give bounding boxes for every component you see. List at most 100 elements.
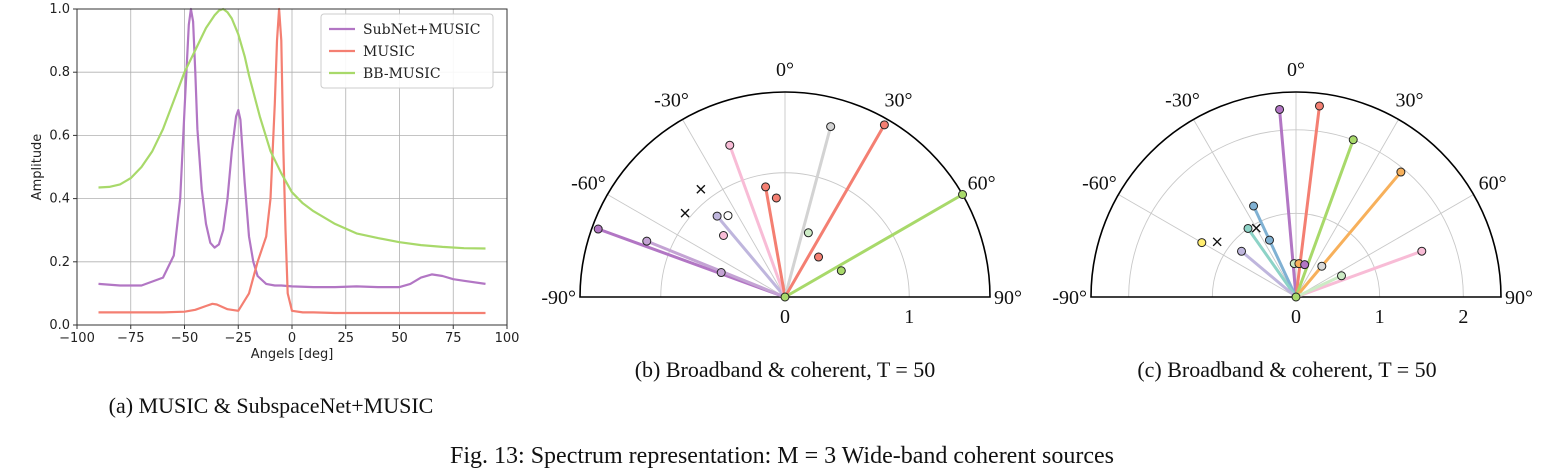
ray-end-marker [1396,167,1406,177]
angle-tick-label: 90° [1505,287,1533,309]
angle-tick-label: -60° [1082,173,1117,195]
point-marker [1264,235,1274,245]
line-chart-music-comparison: −100 −75 −50 −25 0 25 50 75 100 0.0 0.2 0.4 0.6 0.8 1.… [30,2,519,362]
y-axis-label: Amplitude [30,134,45,201]
angle-tick-label: 90° [994,287,1022,309]
x-tick-label: 100 [495,331,520,346]
x-axis-label: Angels [deg] [251,347,334,362]
polar-boundary [1090,91,1502,298]
angle-tick-label: -90° [541,287,576,309]
y-tick-label: 0.0 [49,318,70,333]
angular-grid-line [1193,119,1297,298]
angle-tick-label: 0° [776,59,794,81]
x-tick-label: −75 [117,331,144,346]
polar-boundary [579,91,991,298]
ray-line [715,214,787,299]
x-tick-label: 50 [391,331,408,346]
ray-line [1294,138,1355,299]
ray-end-marker [593,224,603,234]
y-tick-label: 0.4 [49,192,70,207]
legend-label: SubNet+MUSIC [363,22,480,38]
point-marker [1300,260,1310,270]
ray-line [728,143,787,299]
cross-marker [696,184,706,194]
series-line [98,7,486,315]
legend-label: BB-MUSIC [363,66,441,82]
caption-a: (a) MUSIC & SubspaceNet+MUSIC [109,393,434,418]
ray-end-marker [1237,246,1247,256]
ray-line [783,123,886,299]
legend-label: MUSIC [363,44,415,60]
ray-line [645,239,787,299]
angular-grid-line [1295,119,1399,298]
point-marker [716,268,726,278]
y-tick-label: 0.2 [49,255,70,270]
ray-end-marker [879,120,889,130]
ray-end-marker [642,236,652,246]
ray-end-marker [725,140,735,150]
radial-tick-label: 1 [1375,306,1385,328]
caption-b: (b) Broadband & coherent, T = 50 [635,357,936,382]
point-marker [814,252,824,262]
radial-tick-label: 0 [1291,306,1301,328]
x-tick-label: −100 [59,331,95,346]
legend-box [320,13,494,89]
point-marker [723,211,733,221]
ray-line [1294,274,1344,299]
ray-end-marker [712,211,722,221]
x-tick-label: −25 [225,331,252,346]
cross-marker [680,208,690,218]
ray-end-marker [826,122,836,132]
ray-line [1294,170,1403,299]
angular-grid-line [607,194,786,298]
x-tick-label: 0 [288,331,296,346]
angle-tick-label: 30° [885,89,913,111]
series-line [98,7,486,289]
ray-end-marker [1337,271,1347,281]
ray-line [783,125,833,299]
ray-end-marker [1275,104,1285,114]
ray-line [1252,204,1298,299]
ray-line [1294,249,1424,299]
angle-tick-label: -60° [571,173,606,195]
point-marker [1317,261,1327,271]
ray-end-marker [1417,246,1427,256]
point-marker [803,228,813,238]
ray-end-marker [761,182,771,192]
ray-end-marker [958,190,968,199]
ray-end-marker [1243,223,1253,233]
y-tick-label: 0.6 [49,128,70,143]
angle-tick-label: -90° [1052,287,1087,309]
ray-line [764,185,787,299]
ray-line [1246,226,1298,299]
caption-c: (c) Broadband & coherent, T = 50 [1137,357,1436,382]
plot-frame [76,8,508,326]
polar-chart-c: 0 1 2 -90° -60° -30° 0° 30° 60° 90° [1052,59,1533,328]
y-tick-label: 0.8 [49,65,70,80]
point-marker [719,231,729,241]
angle-tick-label: 60° [968,173,996,195]
point-marker [1197,238,1207,248]
y-tick-label: 1.0 [49,2,70,17]
point-marker [1291,292,1301,302]
point-marker [836,266,846,276]
point-marker [771,193,781,203]
radial-tick-label: 2 [1458,306,1468,328]
radial-tick-label: 1 [904,306,914,328]
x-tick-label: 25 [337,331,354,346]
angle-tick-label: -30° [1165,89,1200,111]
figure-caption: Fig. 13: Spectrum representation: M = 3 … [450,443,1114,469]
angle-tick-label: 30° [1396,89,1424,111]
angle-tick-label: 0° [1287,59,1305,81]
ray-line [1240,249,1298,299]
angular-grid-line [1295,194,1474,298]
ray-line [783,193,965,299]
angular-grid-line [1118,194,1297,298]
x-tick-label: −50 [171,331,198,346]
cross-marker [1212,237,1222,247]
angle-tick-label: 60° [1479,173,1507,195]
x-tick-label: 75 [445,331,462,346]
series-line [98,7,486,250]
ray-end-marker [1348,135,1358,145]
